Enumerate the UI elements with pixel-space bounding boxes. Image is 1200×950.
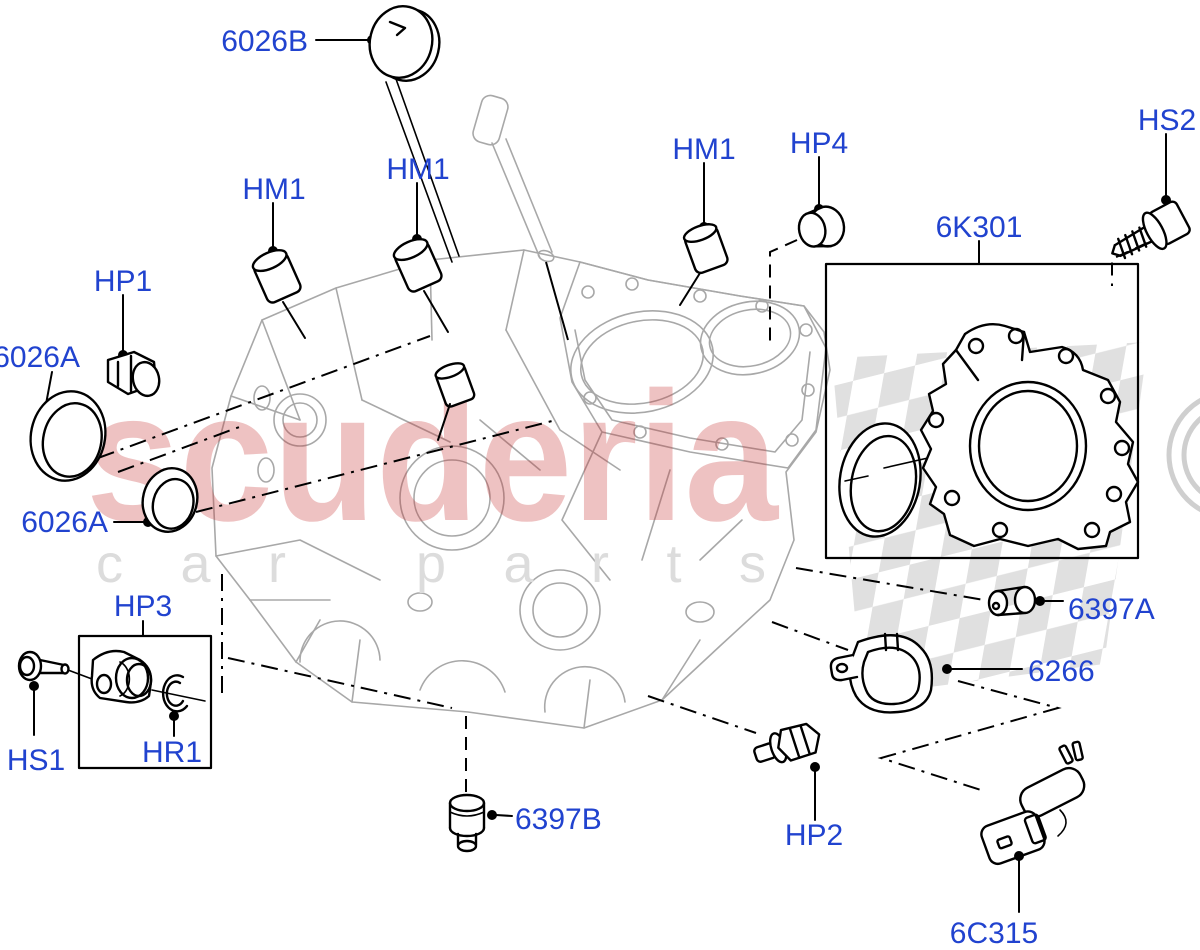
label-6397B[interactable]: 6397B [515,803,602,836]
part-HS1-bolt [17,650,93,736]
label-HP4[interactable]: HP4 [790,127,848,160]
part-HM1-dowel-right [679,162,729,306]
label-HS2[interactable]: HS2 [1138,104,1196,137]
part-HM1-dowel-middle [392,182,449,333]
label-6K301[interactable]: 6K301 [936,211,1023,244]
part-6026A-seal-upper [29,371,107,482]
engine-block-drawing [211,94,1200,729]
label-HM1-b[interactable]: HM1 [386,153,449,186]
label-6397A[interactable]: 6397A [1068,593,1155,626]
alignment-lines [97,239,1148,796]
dipstick-pointer-line [545,261,569,341]
watermark-tagline: car parts [96,534,796,594]
watermark-brand: scuderia [86,353,780,559]
part-HP3-assembly-box [17,620,213,770]
label-6026A-a[interactable]: 6026A [0,341,80,374]
label-HP3[interactable]: HP3 [114,590,172,623]
label-6C315[interactable]: 6C315 [950,917,1038,950]
part-HM1-dowel-left [251,202,306,339]
part-HP2-sensor [753,722,821,821]
part-6C315-crank-sensor [980,740,1086,913]
label-HM1-a[interactable]: HM1 [242,173,305,206]
part-6397B-valve [448,793,513,853]
label-HR1[interactable]: HR1 [142,736,202,769]
part-6266-knock-sensor [829,632,1023,714]
part-6K301-rear-cover-assembly [824,240,1140,560]
label-HM1-c[interactable]: HM1 [672,133,735,166]
part-HM1-dowel-center-block [434,362,476,441]
label-6026A-b[interactable]: 6026A [21,506,108,539]
label-HP2[interactable]: HP2 [785,819,843,852]
part-6026B-core-plug [315,5,460,263]
part-HP4-cup-plug [797,156,846,248]
part-6026A-seal-lower [113,467,199,533]
part-HS2-bolt [1111,133,1191,260]
part-6397A-plug [987,585,1064,617]
part-HP1-plug [106,294,161,398]
part-HR1-snap-ring [161,674,189,737]
label-6266[interactable]: 6266 [1028,655,1095,688]
label-HP1[interactable]: HP1 [94,265,152,298]
label-6026B[interactable]: 6026B [221,25,308,58]
part-labels: 6026B HM1 HM1 HM1 HP4 HS2 6K301 HP1 6026… [0,25,1196,950]
label-HS1[interactable]: HS1 [7,744,65,777]
